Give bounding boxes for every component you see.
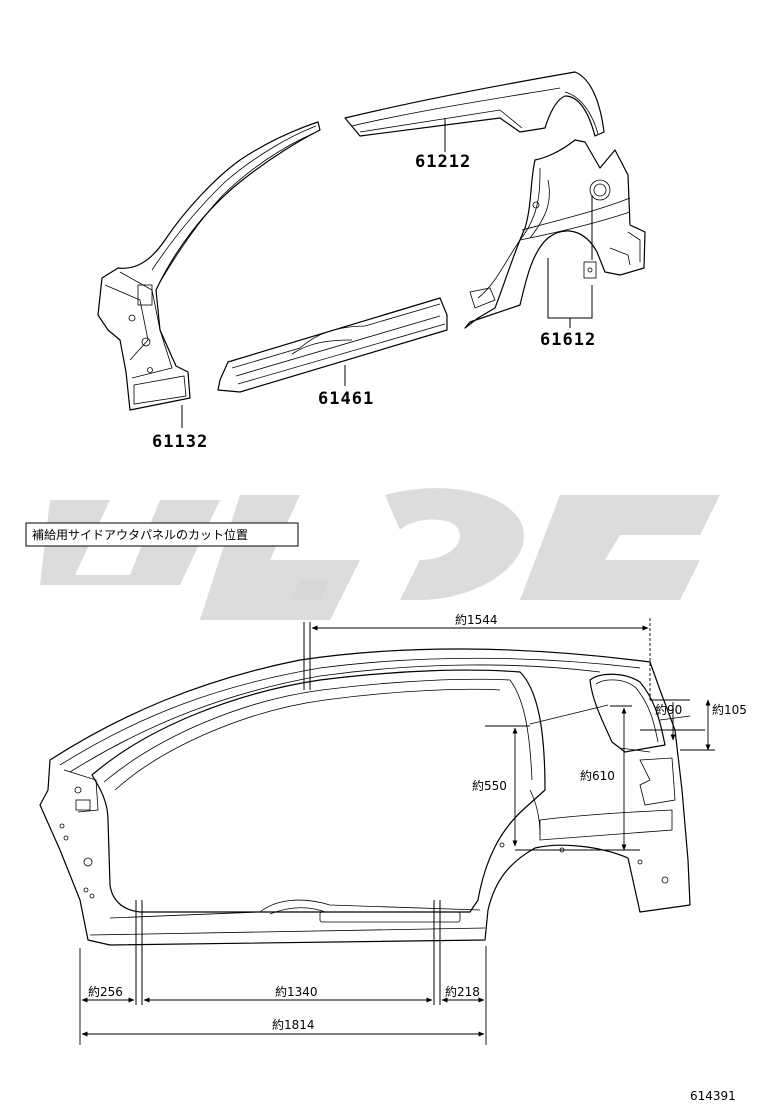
document-id: 614391 [690,1089,736,1103]
side-outer-panel [39,648,691,946]
section-label-text: 補給用サイドアウタパネルのカット位置 [32,527,248,542]
dim-256: 約256 [88,984,123,999]
part-leaders [181,118,593,428]
part-number-61461: 61461 [318,389,374,409]
dim-105: 約105 [712,702,747,717]
dim-top-length: 約1544 [455,612,498,627]
part-61212-roof-rail [344,71,605,137]
dim-550: 約550 [472,778,507,793]
dim-218: 約218 [445,984,480,999]
part-61461-rocker [217,297,448,393]
cut-lines [135,622,691,1005]
part-number-61132: 61132 [152,432,208,452]
section-label: 補給用サイドアウタパネルのカット位置 [25,522,299,547]
dimension-lines [79,618,715,1045]
part-61132-pillar [97,121,321,411]
dim-610: 約610 [580,768,615,783]
dim-90: 約90 [655,702,682,717]
watermark-logo [40,488,720,620]
part-number-61612: 61612 [540,330,596,350]
part-number-61212: 61212 [415,152,471,172]
dim-1340: 約1340 [275,984,318,999]
dim-1814: 約1814 [272,1017,315,1032]
part-61612-quarter-panel [464,139,646,329]
